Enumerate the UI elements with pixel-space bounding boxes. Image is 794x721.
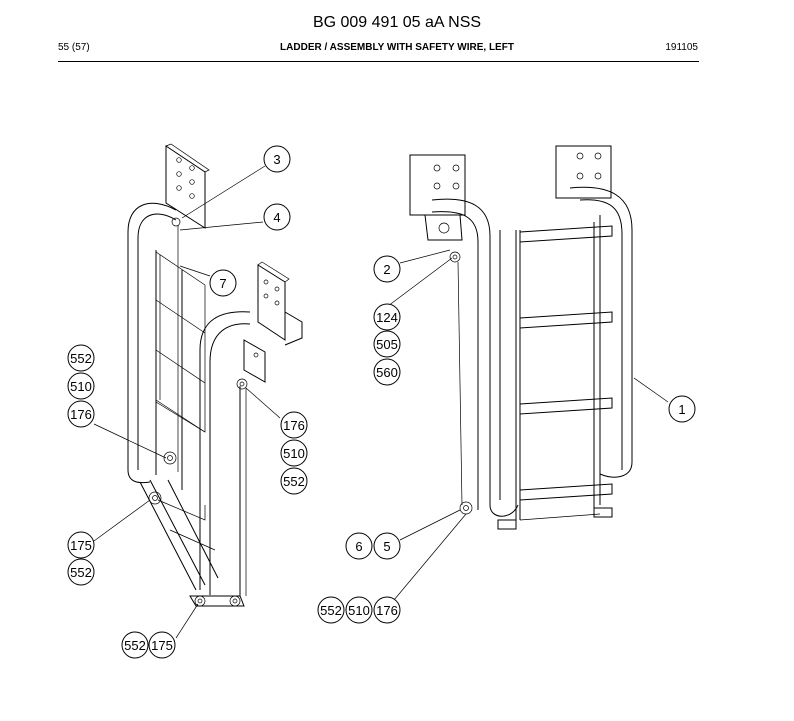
svg-text:560: 560 — [376, 365, 398, 380]
svg-text:4: 4 — [273, 210, 280, 225]
svg-text:510: 510 — [283, 446, 305, 461]
svg-text:124: 124 — [376, 310, 398, 325]
callout-176-a: 176 — [67, 400, 95, 428]
svg-text:510: 510 — [70, 379, 92, 394]
svg-text:176: 176 — [70, 407, 92, 422]
svg-text:552: 552 — [320, 603, 342, 618]
svg-text:552: 552 — [70, 565, 92, 580]
callout-124: 124 — [373, 303, 401, 331]
svg-text:2: 2 — [383, 262, 390, 277]
callout-176-b: 176 — [280, 411, 308, 439]
callout-6: 6 — [345, 532, 373, 560]
callout-510-b: 510 — [280, 439, 308, 467]
svg-text:6: 6 — [355, 539, 362, 554]
svg-text:175: 175 — [70, 538, 92, 553]
callout-510-c: 510 — [345, 596, 373, 624]
page-number: 55 (57) — [58, 42, 90, 53]
callout-552-c: 552 — [67, 558, 95, 586]
right-ladder-view — [409, 145, 633, 530]
callout-bubbles: 3 4 7 552 510 176 176 510 552 175 552 55… — [67, 145, 696, 659]
callout-4: 4 — [263, 203, 291, 231]
svg-text:552: 552 — [124, 638, 146, 653]
svg-text:175: 175 — [151, 638, 173, 653]
callout-2: 2 — [373, 255, 401, 283]
callout-175-b: 175 — [148, 631, 176, 659]
callout-510-a: 510 — [67, 372, 95, 400]
left-ladder-view — [127, 143, 303, 607]
callout-175-a: 175 — [67, 531, 95, 559]
date-code: 191105 — [665, 42, 698, 53]
callout-1: 1 — [668, 395, 696, 423]
header-rule — [58, 61, 699, 62]
svg-text:1: 1 — [678, 402, 685, 417]
callout-3: 3 — [263, 145, 291, 173]
svg-text:3: 3 — [273, 152, 280, 167]
callout-552-a: 552 — [67, 344, 95, 372]
svg-text:552: 552 — [70, 351, 92, 366]
svg-text:176: 176 — [376, 603, 398, 618]
svg-text:552: 552 — [283, 474, 305, 489]
callout-552-b: 552 — [280, 467, 308, 495]
callout-176-c: 176 — [373, 596, 401, 624]
svg-text:505: 505 — [376, 337, 398, 352]
callout-560: 560 — [373, 358, 401, 386]
callout-505: 505 — [373, 330, 401, 358]
document-title: BG 009 491 05 aA NSS — [312, 14, 482, 31]
section-title: LADDER / ASSEMBLY WITH SAFETY WIRE, LEFT — [280, 42, 514, 53]
callout-5: 5 — [373, 532, 401, 560]
leader-lines — [93, 165, 669, 639]
callout-552-d: 552 — [121, 631, 149, 659]
callout-552-e: 552 — [317, 596, 345, 624]
callout-7: 7 — [209, 269, 237, 297]
svg-text:176: 176 — [283, 418, 305, 433]
svg-text:5: 5 — [383, 539, 390, 554]
svg-text:510: 510 — [348, 603, 370, 618]
svg-text:7: 7 — [219, 276, 226, 291]
